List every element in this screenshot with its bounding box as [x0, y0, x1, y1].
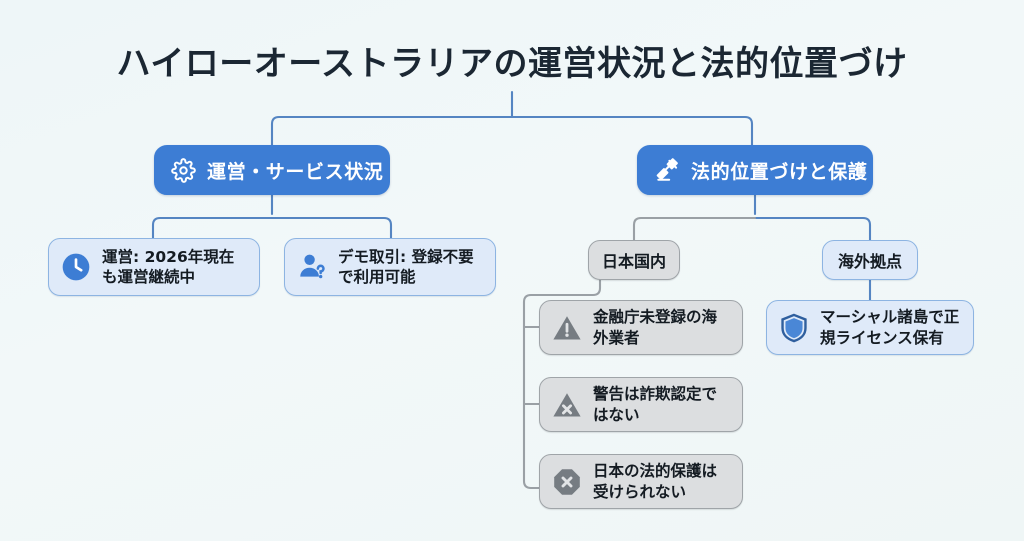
clock-icon	[60, 251, 92, 283]
leaf-label: マーシャル諸島で正規ライセンス保有	[820, 308, 960, 347]
leaf-marshall-islands-license[interactable]: マーシャル諸島で正規ライセンス保有	[766, 300, 974, 355]
leaf-demo-trading[interactable]: デモ取引: 登録不要で利用可能	[284, 238, 496, 296]
connector-top-bus	[270, 115, 754, 147]
group-label: 海外拠点	[837, 252, 902, 271]
branch-header-label: 法的位置づけと保護	[691, 160, 868, 183]
triangle-x-icon	[551, 389, 583, 421]
branch-header-operations[interactable]: 運営・サービス状況	[154, 145, 390, 195]
leaf-label: デモ取引: 登録不要で利用可能	[338, 247, 474, 286]
leaf-label: 運営: 2026年現在も運営継続中	[102, 247, 235, 286]
page-title: ハイローオーストラリアの運営状況と法的位置づけ	[116, 44, 908, 84]
leaf-warning-not-fraud[interactable]: 警告は詐欺認定ではない	[539, 377, 743, 432]
gavel-icon	[654, 157, 680, 183]
connector-legal-overseas	[753, 216, 872, 242]
group-label-japan[interactable]: 日本国内	[588, 240, 680, 280]
connector-legal-japan	[632, 216, 757, 242]
group-label-overseas[interactable]: 海外拠点	[822, 240, 918, 280]
leaf-no-japanese-protection[interactable]: 日本の法的保護は受けられない	[539, 454, 743, 509]
branch-header-legal[interactable]: 法的位置づけと保護	[637, 145, 873, 195]
octagon-x-icon	[551, 466, 583, 498]
leaf-unregistered-operator[interactable]: 金融庁未登録の海外業者	[539, 300, 743, 355]
gear-icon	[171, 157, 196, 183]
connector-ops-bus	[151, 216, 393, 240]
branch-header-label: 運営・サービス状況	[207, 160, 384, 183]
user-question-icon	[296, 251, 328, 283]
leaf-label: 日本の法的保護は受けられない	[593, 462, 718, 501]
warning-triangle-icon	[551, 312, 583, 344]
group-label: 日本国内	[602, 252, 667, 271]
leaf-label: 金融庁未登録の海外業者	[593, 308, 718, 347]
leaf-label: 警告は詐欺認定ではない	[593, 385, 718, 424]
leaf-operation-status[interactable]: 運営: 2026年現在も運営継続中	[48, 238, 260, 296]
shield-icon	[778, 312, 810, 344]
